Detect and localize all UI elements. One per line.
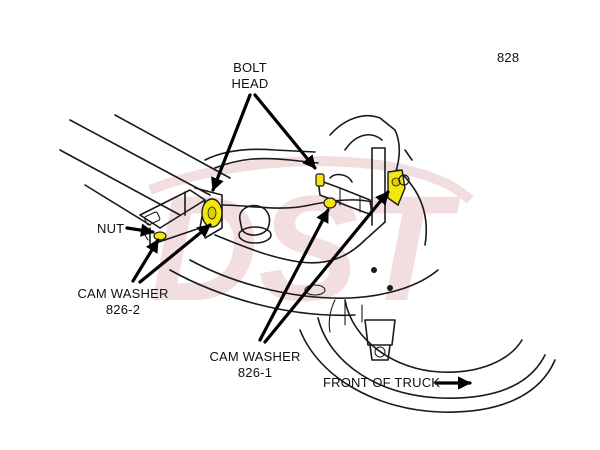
figure-number: 828 [497,50,519,65]
label-cam-washer-left-line2: 826-2 [106,302,140,317]
label-front-of-truck: FRONT OF TRUCK [323,375,440,390]
arrow-cam-washer-left-2 [138,223,212,284]
highlighted-parts [153,169,410,241]
arrow-cam-washer-right-1 [258,208,330,342]
watermark-logo: DST [150,164,461,332]
control-arm-drawing [169,199,439,317]
arrow-nut [125,223,155,237]
label-bolt-head-line2: HEAD [232,76,269,91]
right-bolt-head-highlight [315,173,325,187]
wheel-drawing [299,299,556,413]
callout-arrows [125,93,472,390]
label-cam-washer-right-line2: 826-1 [238,365,272,380]
right-bracket-drawing [317,173,373,216]
label-nut: NUT [97,221,124,236]
right-cam-washer-highlight [323,197,337,209]
left-cam-washer-highlight [153,231,167,241]
arrow-cam-washer-right-2 [263,190,390,344]
arrow-bolt-head-left [211,93,252,192]
label-bolt-head-line1: BOLT [233,60,267,75]
label-cam-washer-left-line1: CAM WASHER [77,286,168,301]
arrow-bolt-head-right [253,93,317,170]
watermark-swoosh [148,156,474,204]
arrow-cam-washer-left-1 [131,238,160,283]
label-cam-washer-right-line1: CAM WASHER [209,349,300,364]
